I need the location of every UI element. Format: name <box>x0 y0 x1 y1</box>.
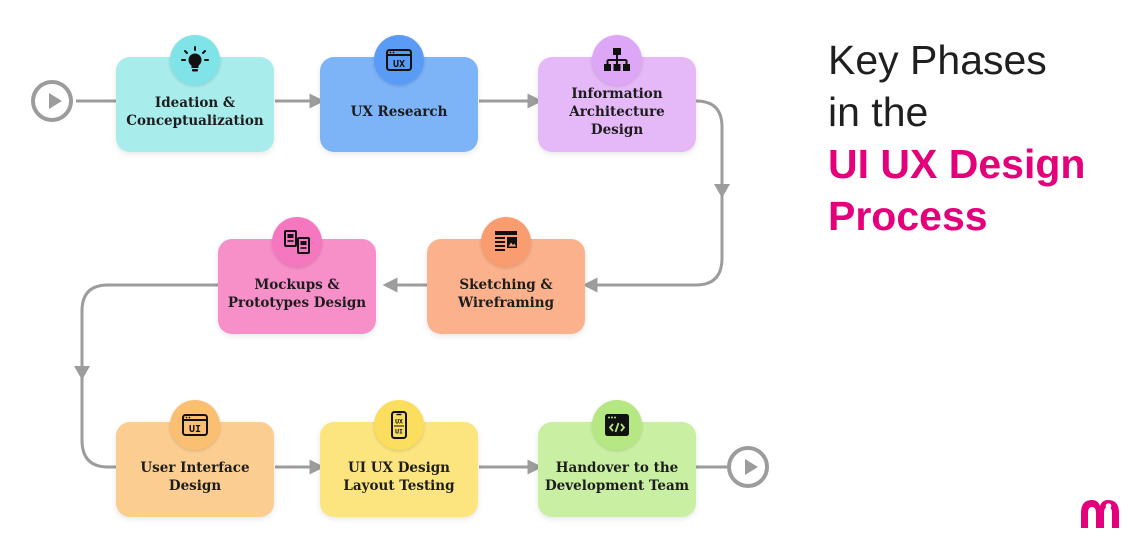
title-line-highlight: UI UX Design <box>828 141 1086 187</box>
wireframe-icon <box>481 217 531 267</box>
phase-label: Handover to the Development Team <box>544 459 690 494</box>
phase-ideation: Ideation & Conceptualization <box>116 35 274 152</box>
svg-text:UI: UI <box>395 428 403 436</box>
page-title: Key Phases in the UI UX Design Process <box>828 34 1085 242</box>
phase-label: Sketching & Wireframing <box>457 276 555 311</box>
svg-text:UI: UI <box>189 424 201 435</box>
arrow-down-marker <box>714 184 730 198</box>
phase-layout-testing: UX UI UI UX Design Layout Testing <box>320 400 478 517</box>
phase-label: UI UX Design Layout Testing <box>343 459 455 494</box>
title-line: Key Phases <box>828 37 1047 83</box>
svg-text:UX: UX <box>395 418 403 426</box>
phase-user-interface-design: UI User Interface Design <box>116 400 274 517</box>
svg-text:UX: UX <box>393 59 405 70</box>
start-play-button <box>31 80 73 122</box>
lightbulb-icon <box>170 35 220 85</box>
phase-label: Ideation & Conceptualization <box>126 94 264 129</box>
brand-logo <box>1081 500 1119 528</box>
ui-window-icon: UI <box>170 400 220 450</box>
phase-mockups-prototypes: Mockups & Prototypes Design <box>218 217 376 334</box>
phase-label: Information Architecture Design <box>569 85 665 138</box>
end-play-button <box>727 446 769 488</box>
ux-window-icon: UX <box>374 35 424 85</box>
phase-label: UX Research <box>350 103 448 120</box>
mockup-pages-icon <box>272 217 322 267</box>
phase-label: User Interface Design <box>140 459 250 494</box>
phase-handover: Handover to the Development Team <box>538 400 696 517</box>
mobile-ux-ui-icon: UX UI <box>374 400 424 450</box>
phase-ux-research: UX UX Research <box>320 35 478 152</box>
title-line: in the <box>828 89 929 135</box>
arrow-down-marker <box>74 366 90 380</box>
phase-information-architecture: Information Architecture Design <box>538 35 696 152</box>
title-line-highlight: Process <box>828 193 988 239</box>
sitemap-icon <box>592 35 642 85</box>
code-window-icon <box>592 400 642 450</box>
phase-sketching-wireframing: Sketching & Wireframing <box>427 217 585 334</box>
connector-3-4 <box>582 99 724 293</box>
phase-label: Mockups & Prototypes Design <box>227 276 367 311</box>
